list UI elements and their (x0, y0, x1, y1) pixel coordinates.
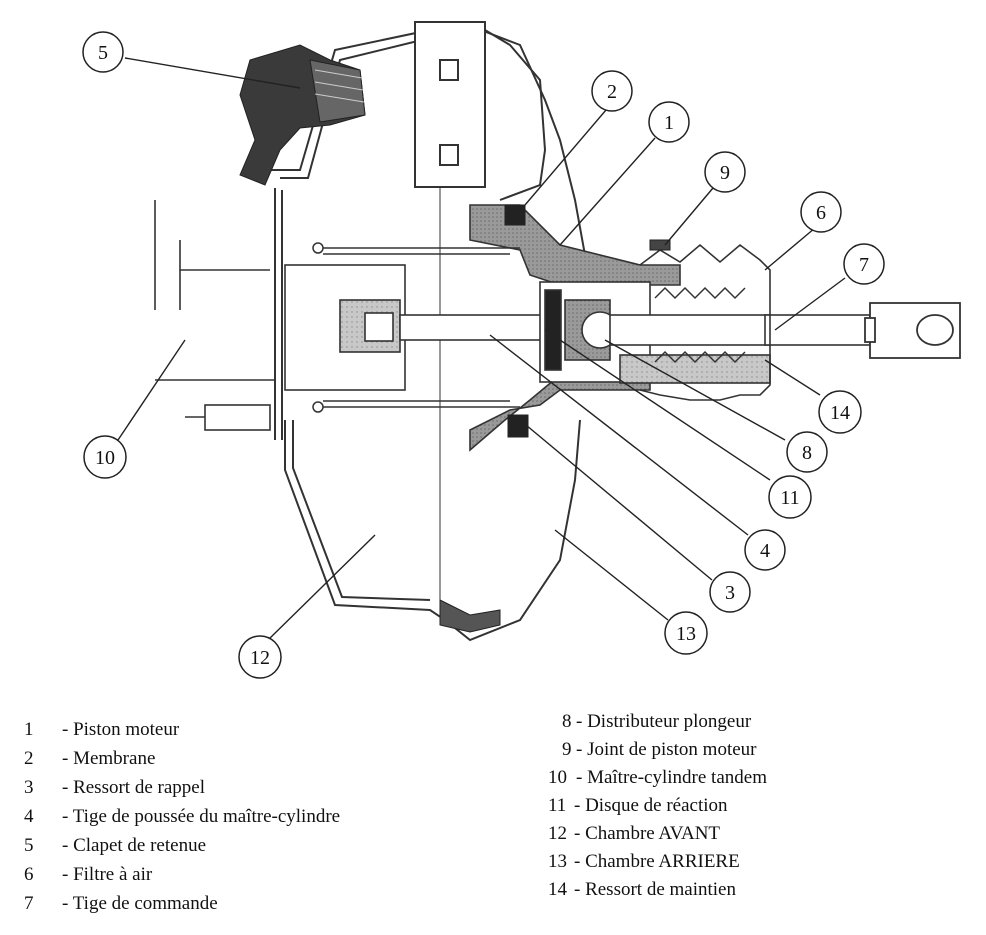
callout-13: 13 (664, 611, 708, 655)
legend-item: 13- Chambre ARRIERE (548, 851, 740, 872)
svg-text:9: 9 (720, 162, 730, 184)
callout-10: 10 (83, 435, 127, 479)
legend-item: 7- Tige de commande (24, 893, 218, 914)
legend-item: 8- Distributeur plongeur (562, 711, 752, 732)
callout-11: 11 (768, 475, 812, 519)
callout-3: 3 (709, 571, 751, 613)
svg-text:13: 13 (676, 623, 696, 645)
piston-assembly (339, 204, 871, 452)
legend-item: 4- Tige de poussée du maître-cylindre (24, 806, 341, 827)
retaining-spring (654, 286, 746, 364)
svg-text:6: 6 (816, 202, 826, 224)
svg-text:1: 1 (664, 112, 674, 134)
legend-item: 14- Ressort de maintien (548, 879, 736, 900)
legend-item: 5- Clapet de retenue (24, 835, 207, 856)
callout-14: 14 (818, 390, 862, 434)
svg-text:10: 10 (95, 447, 115, 469)
seals (439, 204, 671, 633)
callout-2: 2 (591, 70, 633, 112)
callout-7: 7 (843, 243, 885, 285)
svg-text:14: 14 (830, 402, 850, 424)
svg-text:8: 8 (802, 442, 812, 464)
callout-5: 5 (82, 31, 124, 73)
callout-6: 6 (800, 191, 842, 233)
svg-text:3: 3 (725, 582, 735, 604)
legend-item: 12- Chambre AVANT (548, 823, 721, 844)
svg-text:12: 12 (250, 647, 270, 669)
callout-9: 9 (704, 151, 746, 193)
check-valve (239, 44, 366, 186)
callout-12: 12 (238, 635, 282, 679)
svg-text:4: 4 (760, 540, 770, 562)
svg-text:2: 2 (607, 81, 617, 103)
svg-text:5: 5 (98, 42, 108, 64)
control-rod-clevis (864, 302, 961, 359)
legend-item: 1- Piston moteur (24, 719, 180, 740)
legend-left: 1- Piston moteur 2- Membrane 3- Ressort … (24, 720, 484, 930)
return-spring (312, 242, 520, 413)
legend-item: 10- Maître-cylindre tandem (548, 767, 767, 788)
callout-4: 4 (744, 529, 786, 571)
legend-item: 6- Filtre à air (24, 864, 153, 885)
clamp-ring (414, 21, 547, 201)
leader-lines (117, 57, 846, 641)
legend-item: 9- Joint de piston moteur (562, 739, 757, 760)
svg-text:11: 11 (780, 487, 799, 509)
brake-booster-diagram: 5 2 1 9 6 7 14 8 11 4 3 13 (82, 20, 961, 679)
callout-1: 1 (648, 101, 690, 143)
legend-right: 8- Distributeur plongeur 9- Joint de pis… (548, 712, 968, 922)
legend-item: 2- Membrane (24, 748, 156, 769)
legend-item: 3- Ressort de rappel (24, 777, 205, 798)
legend-item: 11- Disque de réaction (548, 795, 728, 816)
rubber-boot (639, 243, 771, 401)
callout-8: 8 (786, 431, 828, 473)
svg-text:7: 7 (859, 254, 869, 276)
